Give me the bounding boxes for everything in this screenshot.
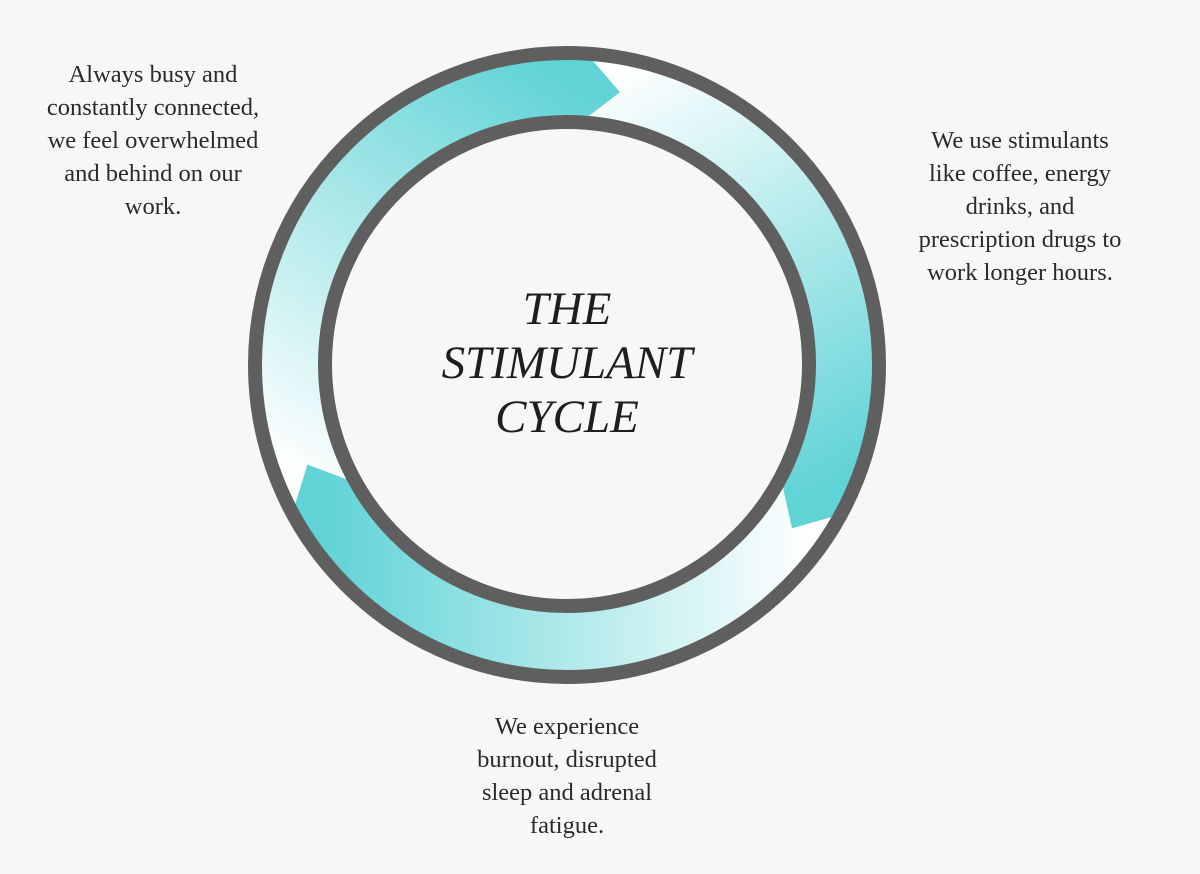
- cycle-arrows: [257, 55, 877, 675]
- caption-stimulants: We use stimulants like coffee, energy dr…: [880, 124, 1160, 289]
- title-line: CYCLE: [495, 391, 639, 443]
- caption-line: like coffee, energy: [928, 160, 1112, 187]
- arrow-stimulants-to-burnout: [584, 55, 877, 529]
- arrow-burnout-to-busy: [293, 464, 839, 675]
- caption-busy: Always busy and constantly connected, we…: [13, 58, 293, 223]
- caption-line: constantly connected,: [46, 94, 260, 121]
- caption-line: drinks, and: [965, 193, 1075, 220]
- caption-line: we feel overwhelmed: [47, 127, 259, 154]
- caption-line: prescription drugs to: [918, 226, 1122, 253]
- caption-line: We use stimulants: [931, 127, 1109, 154]
- caption-line: fatigue.: [529, 812, 605, 839]
- inner-ring: [318, 115, 816, 613]
- caption-line: work.: [124, 193, 182, 220]
- caption-line: We experience: [494, 713, 640, 740]
- caption-line: and behind on our: [64, 160, 242, 187]
- caption-line: burnout, disrupted: [477, 746, 657, 773]
- title-line: STIMULANT: [441, 337, 693, 389]
- outer-ring: [248, 46, 886, 684]
- diagram-title: THE STIMULANT CYCLE: [367, 282, 767, 444]
- caption-burnout: We experience burnout, disrupted sleep a…: [427, 710, 707, 842]
- arrow-busy-to-stimulants: [257, 55, 621, 511]
- caption-line: Always busy and: [68, 61, 238, 88]
- caption-line: work longer hours.: [927, 259, 1113, 286]
- caption-line: sleep and adrenal: [481, 779, 653, 806]
- title-line: THE: [522, 283, 612, 335]
